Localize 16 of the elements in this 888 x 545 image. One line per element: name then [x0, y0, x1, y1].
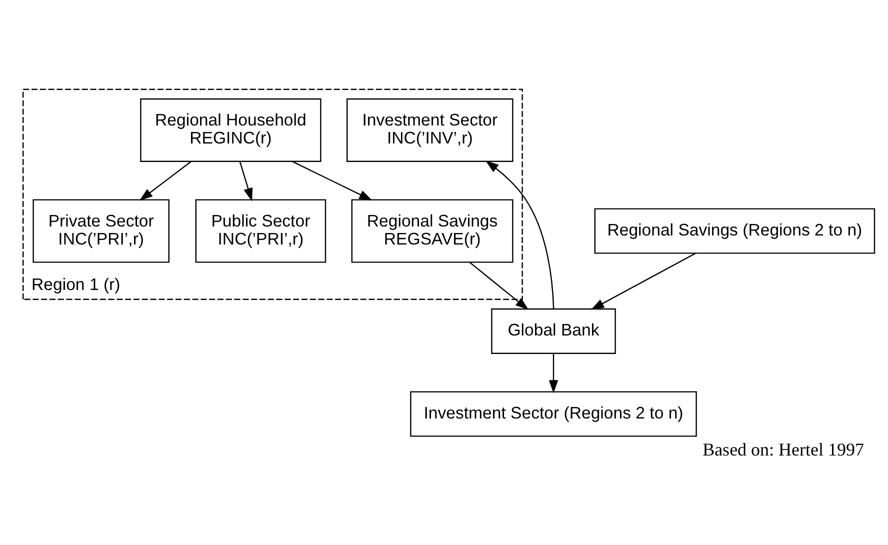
node-box: Global Bank [491, 308, 616, 354]
node-box: Investment Sector INC(’INV’,r) [346, 98, 514, 162]
node-box: Public Sector INC(’PRI’,r) [195, 198, 326, 262]
node-box: Regional Household REGINC(r) [140, 98, 322, 162]
arrow [239, 160, 253, 201]
arrow [292, 160, 372, 200]
node-box: Regional Savings REGSAVE(r) [351, 198, 514, 262]
node-box: Investment Sector (Regions 2 to n) [410, 390, 697, 436]
arrow [590, 252, 696, 310]
arrow [469, 261, 529, 310]
arrow [139, 160, 192, 200]
node-box: Private Sector INC(’PRI’,r) [32, 198, 170, 262]
node-box: Regional Savings (Regions 2 to n) [594, 208, 876, 254]
arrow [485, 160, 554, 308]
arrow [548, 353, 558, 393]
caption: Based on: Hertel 1997 [702, 438, 864, 459]
